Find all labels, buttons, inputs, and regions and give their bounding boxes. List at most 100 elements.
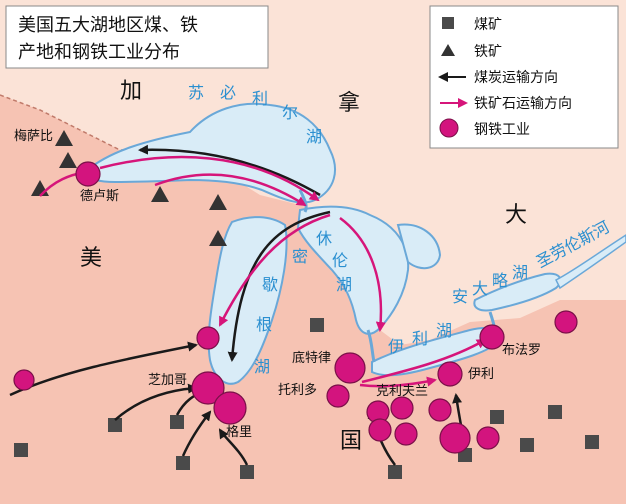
legend-label-iron: 铁矿 xyxy=(474,44,502,60)
lake-erie-char: 湖 xyxy=(436,321,452,340)
coal-mine-marker xyxy=(108,418,122,432)
title-box: 美国五大湖地区煤、铁 产地和钢铁工业分布 xyxy=(5,5,269,69)
lake-ontario-char: 略 xyxy=(492,271,508,290)
legend: 煤矿 铁矿 煤炭运输方向 铁矿石运输方向 钢铁工业 xyxy=(429,5,619,149)
lake-superior-char: 湖 xyxy=(306,127,322,146)
region-canada-char-2: 拿 xyxy=(338,90,360,116)
coal-mine-marker xyxy=(548,405,562,419)
steel-center-toledo xyxy=(326,384,350,408)
lake-michigan-char: 歇 xyxy=(262,275,278,294)
lake-erie-char: 利 xyxy=(412,329,428,348)
lake-superior-char: 苏 xyxy=(188,83,204,102)
region-usa-char-1: 美 xyxy=(80,246,102,271)
lake-superior xyxy=(83,102,336,204)
lake-huron-char: 伦 xyxy=(332,251,348,270)
city-label-gary: 格里 xyxy=(226,424,252,440)
steel-center-small-5 xyxy=(428,398,452,422)
lake-superior-char: 必 xyxy=(220,83,236,102)
city-label-detroit: 底特律 xyxy=(292,350,331,366)
coal-route-superior xyxy=(138,144,321,197)
steel-center-pittsburgh xyxy=(439,422,471,454)
lake-ontario-char: 安 xyxy=(452,287,468,306)
title-line-2: 产地和钢铁工业分布 xyxy=(18,42,180,63)
iron-route-erie xyxy=(361,338,487,384)
national-border xyxy=(0,94,160,151)
steel-center-small-2 xyxy=(390,396,414,420)
city-label-cleveland: 克利夫兰 xyxy=(376,384,428,399)
steel-industry-circle-icon xyxy=(439,118,459,138)
city-label-toledo: 托利多 xyxy=(278,382,317,398)
city-label-buffalo: 布法罗 xyxy=(502,343,541,358)
lake-ontario xyxy=(473,272,562,312)
iron-route-duluth-east xyxy=(99,155,320,202)
legend-label-iron-transport: 铁矿石运输方向 xyxy=(474,96,572,112)
city-label-duluth: 德卢斯 xyxy=(80,188,119,204)
iron-route-cleveland xyxy=(359,376,437,388)
iron-mine-marker xyxy=(209,230,227,246)
city-label-chicago: 芝加哥 xyxy=(148,372,187,388)
coal-mine-marker xyxy=(170,415,184,429)
coal-mine-marker xyxy=(388,465,402,479)
coal-mine-marker xyxy=(310,318,324,332)
lake-michigan-label: 密 歇 根 湖 xyxy=(254,247,308,376)
st-lawrence-river xyxy=(555,234,626,290)
georgian-bay xyxy=(396,223,442,270)
lake-superior-label: 苏 必 利 尔 湖 xyxy=(188,83,322,146)
lake-ontario-char: 大 xyxy=(472,279,488,298)
city-label-mesabi: 梅萨比 xyxy=(14,129,53,144)
lake-superior-char: 利 xyxy=(252,89,268,108)
iron-route-michigan xyxy=(218,213,331,327)
title-line-1: 美国五大湖地区煤、铁 xyxy=(18,15,198,36)
iron-route-superior-2 xyxy=(154,173,307,207)
detroit-river xyxy=(366,329,376,363)
steel-center-small-4 xyxy=(394,422,418,446)
coal-mine-marker xyxy=(14,443,28,457)
lake-huron-label: 休 伦 湖 xyxy=(316,229,352,294)
coal-mine-square-icon xyxy=(442,17,454,29)
steel-center-duluth xyxy=(75,161,101,187)
steel-center-erie xyxy=(437,361,463,387)
iron-ore-transport-routes xyxy=(39,155,487,388)
coal-mine-marker xyxy=(490,410,504,424)
lake-michigan-char: 根 xyxy=(256,315,272,334)
steel-center-east xyxy=(554,310,578,334)
steel-center-gary xyxy=(213,391,247,425)
iron-mine-triangle-icon xyxy=(441,44,455,56)
coal-mines xyxy=(14,318,599,479)
coal-mine-marker xyxy=(585,435,599,449)
region-canada-char-3: 大 xyxy=(505,203,527,228)
iron-mines xyxy=(31,130,227,246)
steel-center-buffalo xyxy=(479,324,505,350)
coal-route-west-2 xyxy=(114,383,198,421)
lake-michigan xyxy=(207,216,288,385)
iron-route-huron xyxy=(339,216,386,332)
iron-mine-marker xyxy=(209,194,227,210)
coal-mine-marker xyxy=(520,438,534,452)
steel-center-west xyxy=(13,369,35,391)
region-usa-char-2: 国 xyxy=(340,429,362,454)
coal-route-michigan xyxy=(227,210,331,362)
lake-erie-label: 伊 利 湖 xyxy=(388,321,452,356)
coal-route-south-1 xyxy=(181,410,212,457)
steel-center-detroit xyxy=(334,352,366,384)
lake-superior-char: 尔 xyxy=(282,103,298,122)
steel-centers xyxy=(13,161,578,454)
city-label-erie: 伊利 xyxy=(468,367,494,382)
region-canada-char-1: 加 xyxy=(120,79,142,104)
coal-mine-marker xyxy=(240,465,254,479)
legend-label-steel: 钢铁工业 xyxy=(474,122,530,138)
lake-erie-char: 伊 xyxy=(388,337,404,356)
lake-ontario-label: 安 大 略 湖 xyxy=(452,263,528,306)
steel-center-small-6 xyxy=(476,426,500,450)
coal-mine-marker xyxy=(176,456,190,470)
lake-michigan-char: 湖 xyxy=(254,357,270,376)
lake-ontario-char: 湖 xyxy=(512,263,528,282)
lake-huron-char: 休 xyxy=(316,229,332,248)
iron-mine-marker xyxy=(59,152,77,168)
iron-mine-marker xyxy=(55,130,73,146)
iron-mine-marker xyxy=(151,186,169,202)
legend-label-coal: 煤矿 xyxy=(474,17,502,33)
steel-center-chicago xyxy=(191,371,225,405)
coal-route-south-2 xyxy=(218,428,249,466)
